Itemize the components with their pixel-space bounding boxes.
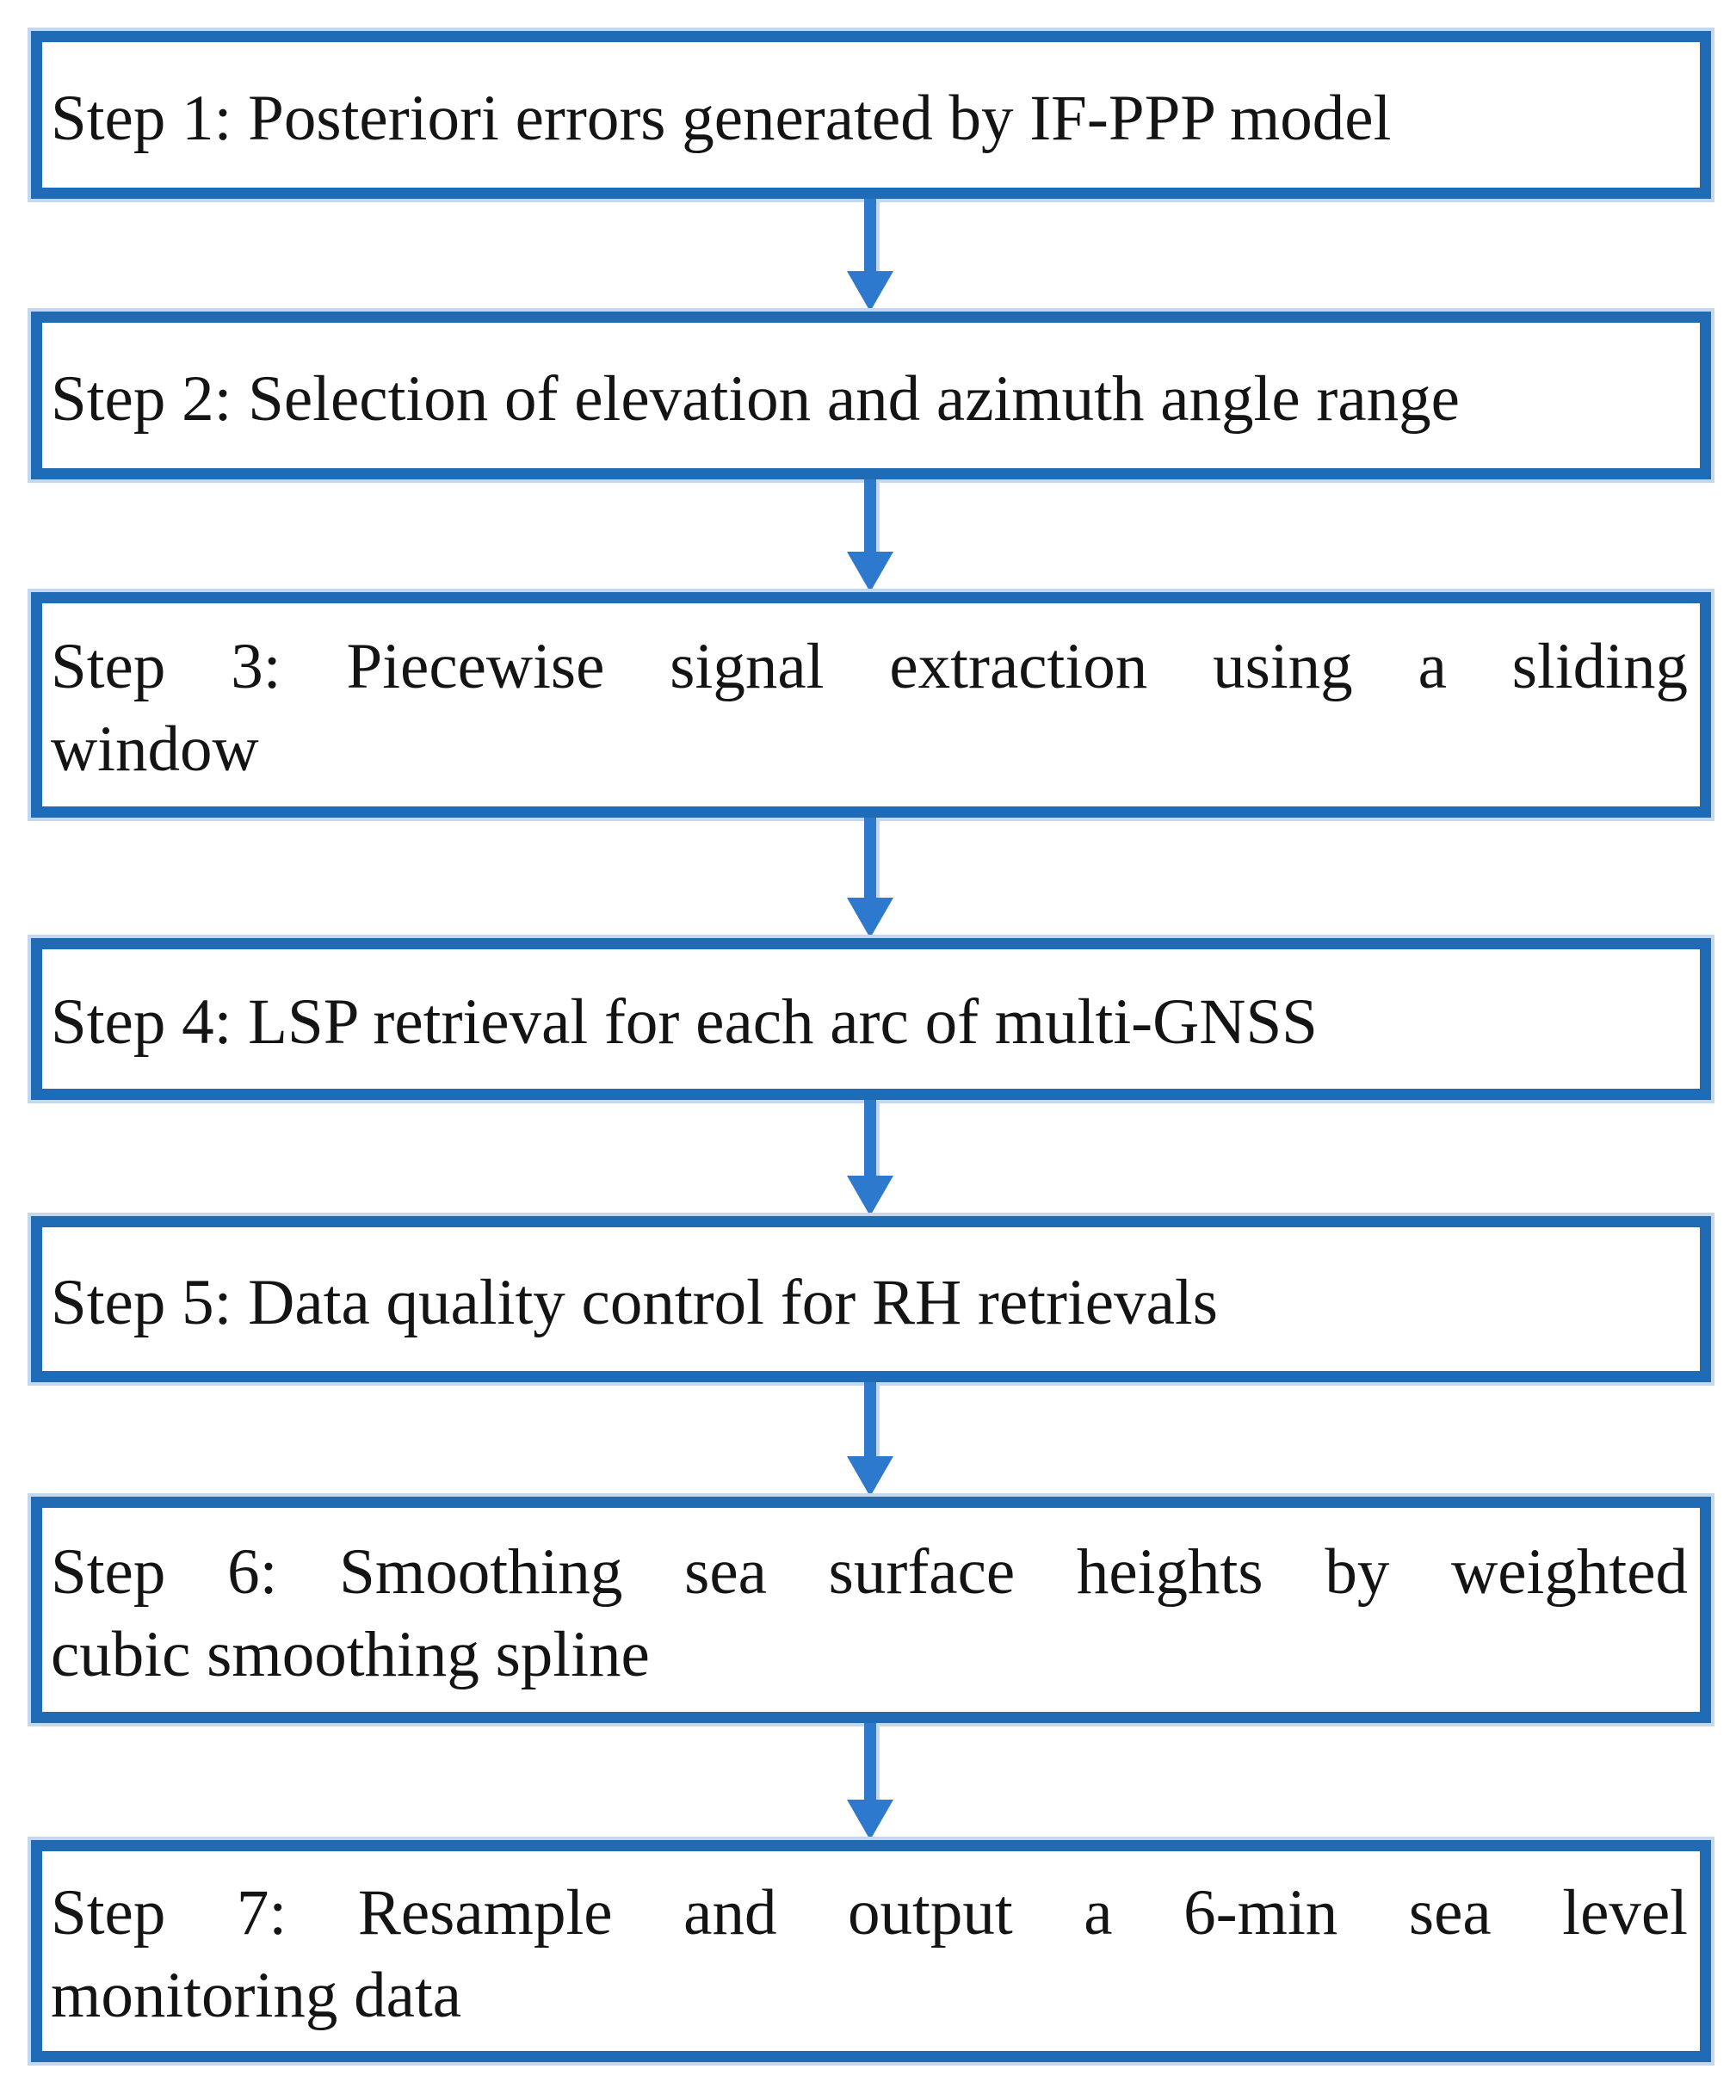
step-1-box: Step 1: Posteriori errors generated by I…: [31, 31, 1711, 199]
step-3-box: Step 3: Piecewise signal extraction usin…: [31, 592, 1711, 818]
flow-arrow-4-icon: [847, 1100, 893, 1216]
step-7-text-line-2: monitoring data: [51, 1960, 461, 2031]
step-4-text: Step 4: LSP retrieval for each arc of mu…: [51, 986, 1318, 1058]
step-6-text-line-1: Step 6: Smoothing sea surface heights by…: [51, 1535, 1688, 1608]
arrow-head: [847, 1800, 893, 1840]
step-2-text: Step 2: Selection of elevation and azimu…: [51, 362, 1460, 435]
flow-arrow-2-icon: [847, 479, 893, 592]
step-6-box: Step 6: Smoothing sea surface heights by…: [31, 1497, 1711, 1723]
arrow-shaft: [864, 1723, 876, 1800]
arrow-shaft: [864, 818, 876, 898]
flow-arrow-5-icon: [847, 1382, 893, 1497]
step-7-box: Step 7: Resample and output a 6-min sea …: [31, 1840, 1711, 2062]
flow-arrow-1-icon: [847, 199, 893, 312]
step-6-text-line-2: cubic smoothing spline: [51, 1618, 650, 1690]
arrow-shaft: [864, 1100, 876, 1176]
step-3-text-line-1: Step 3: Piecewise signal extraction usin…: [51, 631, 1688, 702]
arrow-head: [847, 271, 893, 312]
step-3-text-line-2: window: [51, 713, 259, 785]
step-7-text-line-1: Step 7: Resample and output a 6-min sea …: [51, 1877, 1688, 1949]
arrow-shaft: [864, 1382, 876, 1456]
step-4-box: Step 4: LSP retrieval for each arc of mu…: [31, 938, 1711, 1100]
arrow-shaft: [864, 479, 876, 552]
arrow-head: [847, 1456, 893, 1497]
arrow-shaft: [864, 199, 876, 271]
arrow-head: [847, 898, 893, 938]
arrow-head: [847, 552, 893, 592]
flow-arrow-3-icon: [847, 818, 893, 938]
flow-arrow-6-icon: [847, 1723, 893, 1840]
step-5-text: Step 5: Data quality control for RH retr…: [51, 1266, 1218, 1338]
step-5-box: Step 5: Data quality control for RH retr…: [31, 1216, 1711, 1382]
step-1-text: Step 1: Posteriori errors generated by I…: [51, 82, 1392, 154]
step-2-box: Step 2: Selection of elevation and azimu…: [31, 312, 1711, 479]
arrow-head: [847, 1176, 893, 1216]
